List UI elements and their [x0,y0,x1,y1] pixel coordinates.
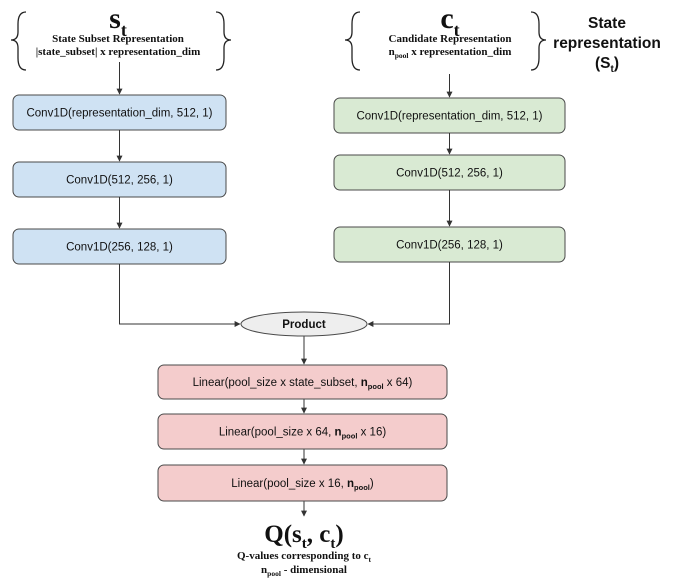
right-symbol: ct [440,2,459,40]
left-shape: |state_subset| x representation_dim [36,46,201,58]
output-caption-line1: Q-values corresponding to ct [237,550,372,564]
linear-layers: Linear(pool_size x state_subset, npool x… [157,364,448,502]
linear1-box [157,364,448,400]
left-branch: Conv1D(representation_dim, 512, 1) Conv1… [12,94,227,265]
left-brace [10,11,27,71]
right-brace-right [530,11,547,71]
left-conv3-label: Conv1D(256, 128, 1) [66,242,173,254]
state-label-line2: representation [553,35,661,52]
left-title: State Subset Representation [52,33,184,45]
right-shape: npool x representation_dim [389,46,512,60]
right-header: ct Candidate Representation npool x repr… [344,2,547,71]
linear1-label: Linear(pool_size x state_subset, npool x… [193,377,413,391]
q-function-label: Q(st, ct) [264,521,343,552]
left-conv2-label: Conv1D(512, 256, 1) [66,175,173,187]
linear3-box [157,464,448,502]
output-section: Q(st, ct) Q-values corresponding to ct n… [237,521,372,578]
left-symbol: st [109,2,127,40]
state-label-line3: (St) [595,55,619,75]
left-conv1-label: Conv1D(representation_dim, 512, 1) [26,108,212,120]
right-branch: Conv1D(representation_dim, 512, 1) Conv1… [333,97,566,263]
right-conv1-label: Conv1D(representation_dim, 512, 1) [356,111,542,123]
state-representation-label: State representation (St) [553,15,661,75]
right-brace [344,11,361,71]
arrow-left-conv3-to-product [119,264,241,327]
product-node: Product [240,311,368,337]
product-label: Product [282,319,326,331]
connectors [116,62,453,517]
left-header: st State Subset Representation |state_su… [10,2,232,71]
product-ellipse [240,311,368,337]
right-title: Candidate Representation [389,33,512,45]
output-caption-line2: npool - dimensional [261,564,347,578]
left-brace-right [215,11,232,71]
right-conv2-label: Conv1D(512, 256, 1) [396,168,503,180]
arrow-right-conv3-to-product [367,262,450,327]
state-label-line1: State [588,15,626,32]
linear3-label: Linear(pool_size x 16, npool) [231,478,374,492]
linear2-label: Linear(pool_size x 64, npool x 16) [219,427,387,441]
right-conv3-label: Conv1D(256, 128, 1) [396,240,503,252]
linear2-box [157,413,448,450]
